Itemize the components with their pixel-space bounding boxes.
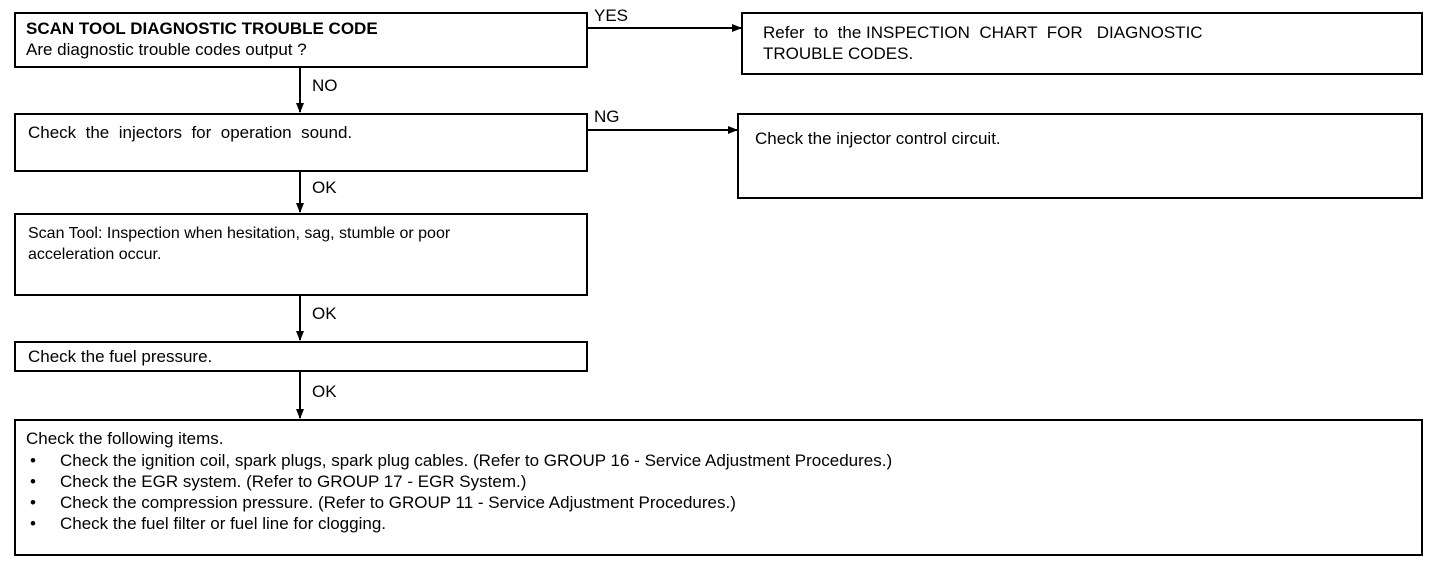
following-list: •Check the ignition coil, spark plugs, s… [30, 450, 892, 534]
ok-label-2: OK [312, 304, 337, 323]
refer-chart-line2: TROUBLE CODES. [763, 44, 914, 63]
list-item: •Check the ignition coil, spark plugs, s… [30, 451, 893, 470]
injector-circuit-text: Check the injector control circuit. [755, 129, 1001, 148]
ok-label-3: OK [312, 382, 337, 401]
bullet-icon: • [30, 472, 36, 491]
injector-circuit-box: Check the injector control circuit. [737, 113, 1423, 199]
list-item: •Check the EGR system. (Refer to GROUP 1… [30, 472, 527, 491]
following-items-box: Check the following items. •Check the ig… [14, 419, 1423, 556]
refer-chart-line1: Refer to the INSPECTION CHART FOR DIAGNO… [763, 23, 1203, 42]
start-title: SCAN TOOL DIAGNOSTIC TROUBLE CODE [26, 19, 378, 38]
scan-tool-line2: acceleration occur. [28, 246, 162, 263]
bullet-icon: • [30, 451, 36, 470]
list-item: •Check the compression pressure. (Refer … [30, 493, 736, 512]
ng-label: NG [594, 107, 620, 126]
ok-label-1: OK [312, 178, 337, 197]
bullet-icon: • [30, 493, 36, 512]
start-question: Are diagnostic trouble codes output ? [26, 40, 307, 59]
start-box: SCAN TOOL DIAGNOSTIC TROUBLE CODE Are di… [14, 12, 588, 68]
list-item: •Check the fuel filter or fuel line for … [30, 514, 387, 533]
fuel-pressure-text: Check the fuel pressure. [28, 347, 213, 366]
yes-label: YES [594, 6, 629, 25]
scan-tool-line1: Scan Tool: Inspection when hesitation, s… [28, 225, 451, 242]
scan-tool-box: Scan Tool: Inspection when hesitation, s… [14, 213, 588, 296]
injector-sound-text: Check the injectors for operation sound. [28, 123, 353, 142]
fuel-pressure-box: Check the fuel pressure. [14, 341, 588, 372]
injector-sound-box: Check the injectors for operation sound. [14, 113, 588, 172]
refer-chart-box: Refer to the INSPECTION CHART FOR DIAGNO… [741, 12, 1423, 75]
following-heading: Check the following items. [26, 429, 224, 448]
bullet-icon: • [30, 514, 36, 533]
no-label: NO [312, 76, 338, 95]
